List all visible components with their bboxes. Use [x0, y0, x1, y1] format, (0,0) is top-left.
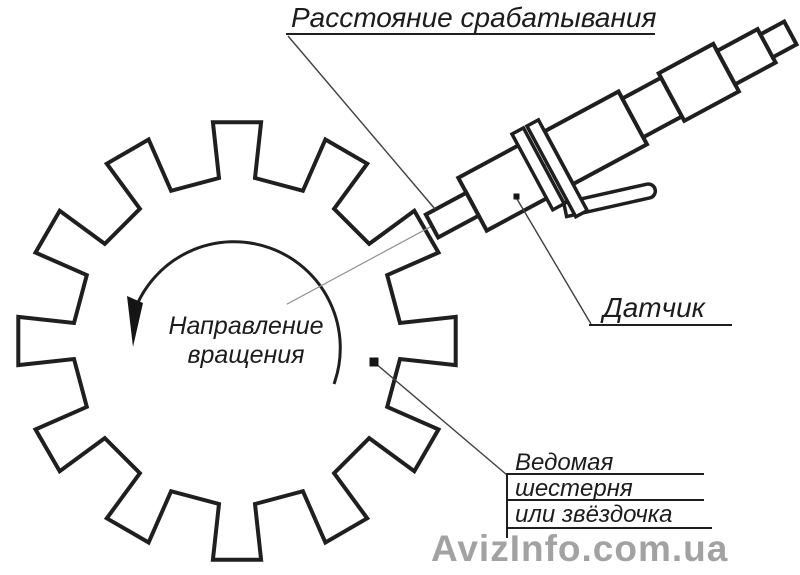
rotation-direction-line2: вращения — [187, 341, 305, 369]
rotation-direction-line1: Направление — [168, 312, 324, 340]
sensor-tip — [423, 190, 482, 241]
actuation-distance-text: Расстояние срабатывания — [291, 2, 657, 33]
rotation-direction-label: Направление вращения — [146, 312, 346, 370]
actuation-distance-label: Расстояние срабатывания — [286, 2, 657, 35]
leader-sensor-dot — [513, 193, 520, 200]
leader-actuation-distance — [287, 35, 436, 210]
rotation-arrowhead-icon — [127, 296, 143, 347]
sensor-drawing — [286, 18, 800, 305]
rotation-arrow-arc — [132, 240, 342, 385]
driven-gear-line3: или звёздочка — [506, 501, 712, 529]
driven-gear-label: Ведомая шестерня или звёздочка — [506, 449, 712, 529]
sensor-text: Датчик — [603, 292, 705, 323]
driven-gear-line1: Ведомая — [506, 449, 704, 476]
driven-gear-line2: шестерня — [506, 475, 704, 502]
sensor-flange-nut — [509, 125, 567, 213]
sensor-end-cap — [757, 18, 800, 61]
leader-driven-gear — [374, 362, 508, 476]
sensor-label: Датчик — [589, 292, 732, 326]
leader-sensor — [516, 198, 592, 325]
leader-driven-gear-dot — [369, 357, 379, 367]
sensor-flange-plate — [524, 117, 590, 220]
gear-outline — [16, 120, 458, 562]
watermark-text: AvizInfo.com.ua — [431, 528, 729, 569]
